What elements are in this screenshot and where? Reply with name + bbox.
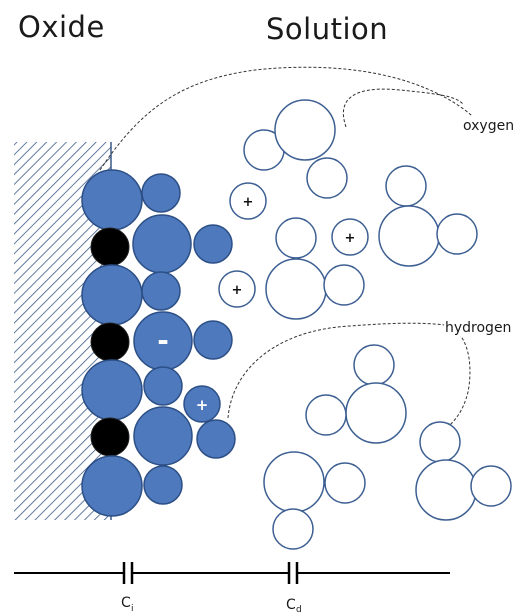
- oxide-title: Oxide: [18, 10, 105, 44]
- capacitor-inner-subscript: i: [131, 604, 134, 613]
- adsorbed-ion: [81, 264, 143, 326]
- oxygen-leader-line: [99, 66, 476, 171]
- adsorbed-ion: [81, 169, 143, 231]
- surface-site: [90, 322, 130, 362]
- surface-site: [90, 417, 130, 457]
- adsorbed-ion: [193, 224, 233, 264]
- capacitor-diffuse-label: C: [286, 597, 296, 613]
- adsorbed-ion: [132, 214, 192, 274]
- positive-sign: +: [196, 396, 209, 414]
- adsorbed-ion: [143, 465, 183, 505]
- hydrogen-label-bg: [444, 318, 520, 336]
- solution-cation: [331, 218, 369, 256]
- oxygen-leader-line-2: [342, 88, 464, 128]
- surface-site: [90, 227, 130, 267]
- cation-sign: +: [243, 195, 254, 210]
- water-molecule: [263, 451, 366, 550]
- adsorbed-ion: [196, 419, 236, 459]
- adsorbed-ion: [143, 366, 183, 406]
- water-molecule: [243, 99, 348, 199]
- capacitor-diffuse-subscript: d: [296, 605, 302, 613]
- hydrogen-leader-line-2: [446, 324, 471, 429]
- cation-sign: +: [232, 283, 243, 298]
- adsorbed-ion: [141, 173, 181, 213]
- positive-ion: [183, 385, 221, 423]
- oxygen-label-bg: [462, 116, 518, 134]
- negative-sign: -: [157, 324, 169, 357]
- solution-title: Solution: [266, 12, 389, 46]
- adsorbed-ion: [193, 320, 233, 360]
- solution-cation: [229, 182, 267, 220]
- cation-sign: +: [345, 231, 356, 246]
- hydrogen-leader-line: [227, 322, 446, 419]
- adsorbed-ion: [81, 359, 143, 421]
- adsorbed-ion: [141, 271, 181, 311]
- solution-cation: [218, 270, 256, 308]
- water-molecule: [305, 344, 407, 444]
- hydrogen-label: hydrogen: [445, 320, 511, 336]
- capacitor-inner-label: C: [121, 595, 131, 611]
- adsorbed-ion: [81, 455, 143, 517]
- water-molecule: [415, 421, 512, 521]
- oxygen-label: oxygen: [463, 118, 514, 134]
- water-molecule: [378, 165, 478, 267]
- adsorbed-ion: [133, 406, 193, 466]
- water-molecule: [265, 217, 365, 320]
